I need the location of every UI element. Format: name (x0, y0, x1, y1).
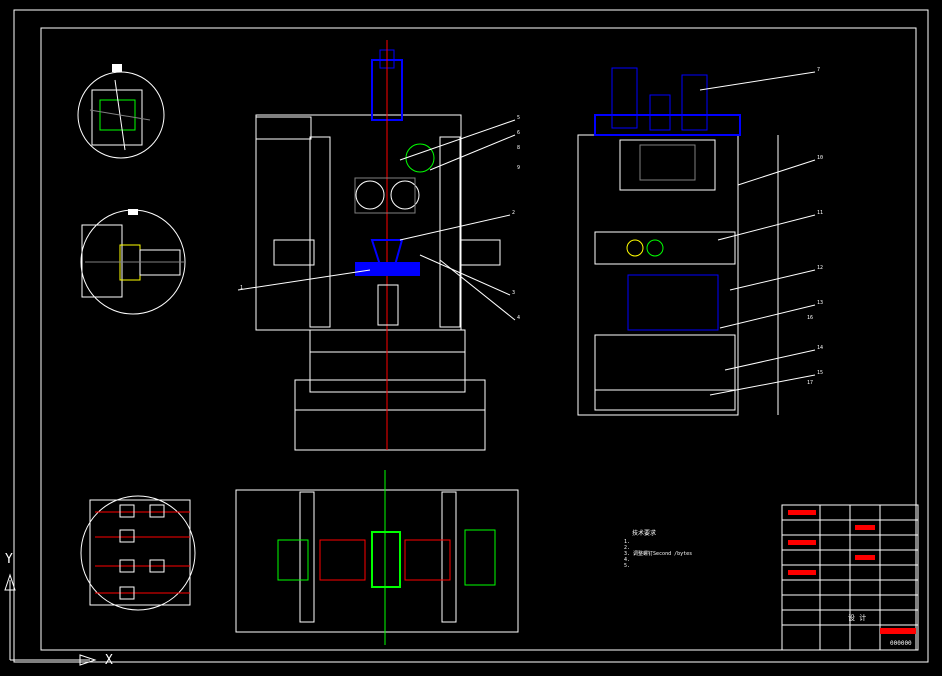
callout-number: 13 (817, 300, 823, 306)
callout-number: 14 (817, 345, 823, 351)
ucs-axis-icon: Y X (4, 552, 113, 668)
ucs-x-label: X (105, 653, 113, 668)
callout-number: 3 (512, 290, 515, 296)
notes-item: 2. (624, 545, 630, 551)
front-view (237, 40, 516, 451)
callout-number: 1 (240, 285, 243, 291)
callout-number: 10 (817, 155, 823, 161)
callout-number: 9 (517, 165, 520, 171)
callout-number: 4 (517, 315, 520, 321)
title-block: 设 计 000000 (781, 504, 919, 651)
callout-number: 6 (517, 130, 520, 136)
callout-number: 2 (512, 210, 515, 216)
sheet-inner-border (40, 27, 917, 651)
ucs-y-label: Y (5, 552, 13, 567)
detail-circle-icon (77, 64, 165, 159)
detail-circle-icon (80, 209, 186, 315)
plan-view (235, 470, 519, 645)
callout-number: 16 (807, 315, 813, 321)
detail-circle-icon (80, 495, 196, 611)
callout-number: 7 (817, 67, 820, 73)
callout-number: 12 (817, 265, 823, 271)
callout-number: 8 (517, 145, 520, 151)
notes-title: 技术要求 (632, 529, 656, 537)
callout-number: 11 (817, 210, 823, 216)
technical-notes: 技术要求 1. 2. 3. 调整螺钉Second /bytes 4. 5. (624, 529, 692, 569)
callout-number: 15 (817, 370, 823, 376)
callout-number: 5 (517, 115, 520, 121)
notes-item: 5. (624, 563, 630, 569)
side-view (577, 67, 816, 416)
title-block-code: 000000 (890, 640, 912, 647)
notes-item: 3. 调整螺钉Second /bytes (624, 550, 692, 557)
notes-item: 4. (624, 557, 630, 563)
sheet-outer-border (13, 9, 929, 663)
title-block-name: 设 计 (848, 613, 866, 622)
notes-item: 1. (624, 539, 630, 545)
callout-number: 17 (807, 380, 813, 386)
